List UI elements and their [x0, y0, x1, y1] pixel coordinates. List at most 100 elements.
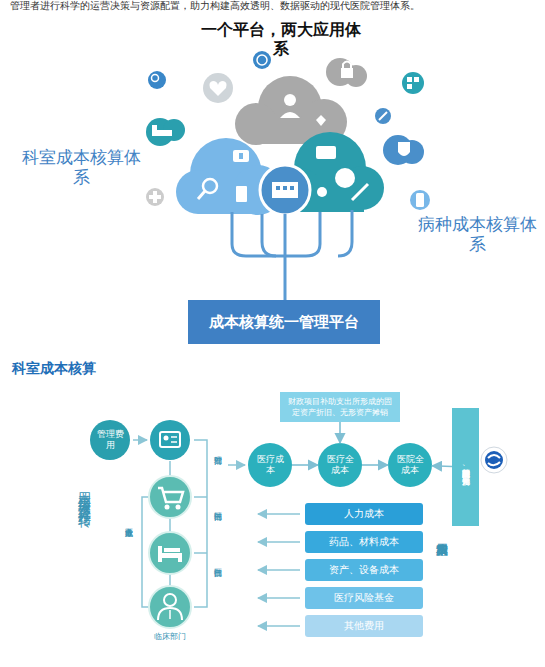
node-text: 医疗风险基金	[334, 591, 394, 605]
flow-arrow	[362, 464, 388, 466]
department-icons	[165, 505, 170, 510]
flow-arrow	[432, 465, 452, 467]
cloud-blue	[236, 186, 247, 202]
system-label: 科室成本核算体系	[16, 148, 146, 188]
department-icons	[158, 488, 183, 502]
flow-arrows	[228, 464, 245, 466]
section-heading: 科室成本核算	[12, 360, 96, 377]
flow-arrows	[258, 541, 300, 543]
cloud-center	[260, 165, 310, 215]
cloud-blue	[203, 179, 217, 193]
logo-badge	[485, 451, 503, 469]
floating-icons	[414, 77, 419, 82]
cost-bar: 资产、设备成本	[305, 559, 423, 581]
logo-badge	[481, 447, 507, 473]
department-bracket	[169, 461, 171, 476]
node-text: 管理费用	[96, 429, 124, 451]
flow-arrows	[258, 597, 300, 599]
cost-circle: 医疗全成本	[318, 443, 362, 487]
node-text: 科教项目支出形成的固定资产折旧、无形资产摊销	[460, 463, 471, 471]
cloud-gray	[316, 115, 326, 126]
floating-icons	[341, 68, 353, 78]
department-icons	[149, 586, 191, 628]
cost-bar: 药品、材料成本	[305, 531, 423, 553]
tree-stems	[284, 214, 287, 300]
cloud-teal	[317, 187, 327, 197]
department-bracket	[169, 574, 171, 586]
tree-stems	[232, 210, 352, 300]
floating-icons	[375, 108, 391, 124]
cloud-gray	[280, 112, 300, 118]
side-label: 四类三级分项逐级分步结转	[76, 482, 92, 506]
floating-icons	[257, 55, 267, 65]
floating-icons	[152, 75, 159, 82]
node-text: 医疗全成本	[324, 454, 356, 476]
node-text: 财政项目补助支出所形成的固定资产折旧、无形资产摊销	[285, 396, 395, 418]
cloud-center	[290, 186, 294, 190]
platform-box: 成本核算统一管理平台	[188, 300, 380, 344]
tree-stems	[232, 212, 285, 256]
diagram-title: 一个平台，两大应用体系	[195, 20, 367, 58]
floating-icons	[146, 51, 430, 210]
floating-icons	[407, 77, 412, 82]
cloud-blue	[198, 180, 262, 214]
flow-arrows	[258, 513, 300, 515]
department-bracket	[169, 518, 171, 532]
floating-icons	[146, 188, 164, 206]
department-label: 临床部门	[150, 632, 190, 642]
department-icons	[178, 553, 182, 562]
department-icons	[149, 476, 191, 518]
cost-bar: 医疗风险基金	[305, 587, 423, 609]
floating-icons	[410, 190, 430, 210]
node-text: 成本核算统一管理平台	[209, 313, 359, 332]
cloud-center	[283, 186, 287, 190]
cloud-center	[276, 186, 280, 190]
floating-icons	[209, 81, 226, 96]
department-icons	[171, 441, 177, 443]
cost-circle: 医院全成本	[388, 443, 432, 487]
note-box: 科教项目支出形成的固定资产折旧、无形资产摊销	[452, 408, 479, 526]
floating-icons	[407, 84, 412, 89]
node-text: 医院全成本	[394, 454, 426, 476]
node-text: 药品、材料成本	[329, 535, 399, 549]
floating-icons	[402, 72, 424, 94]
system-label: 病种成本核算体系	[412, 215, 542, 255]
cloud-blue	[239, 153, 243, 159]
floating-icons	[416, 193, 424, 207]
node-text: 医疗成本	[254, 454, 286, 476]
floating-icons	[343, 62, 351, 69]
floating-icons	[152, 125, 157, 130]
tree-stems	[338, 210, 352, 256]
floating-icons	[203, 73, 233, 103]
cost-circle: 医疗成本	[248, 443, 292, 487]
logo-badge	[488, 455, 500, 465]
tree-stems	[262, 214, 276, 256]
department-icons	[150, 420, 190, 460]
cost-bar: 人力成本	[305, 503, 423, 525]
department-bracket	[142, 440, 207, 607]
floating-icons	[148, 71, 166, 89]
department-icons	[158, 608, 182, 620]
flow-arrow	[339, 422, 341, 443]
tree-stems	[285, 212, 320, 256]
floating-icons	[253, 51, 271, 69]
caption-fragment: 管理者进行科学的运营决策与资源配置，助力构建高效透明、数据驱动的现代医院管理体系…	[10, 0, 540, 12]
cloud-teal	[335, 168, 355, 188]
cloud-gray	[284, 94, 296, 106]
cost-bar: 其他费用	[305, 615, 423, 637]
department-bracket	[194, 440, 207, 607]
floating-icons	[398, 142, 410, 156]
cost-circle: 管理费用	[90, 420, 130, 460]
cloud-blue	[233, 150, 249, 162]
flow-arrows	[258, 569, 300, 571]
department-icons	[149, 532, 191, 574]
cloud-teal	[316, 146, 336, 159]
node-text: 资产、设备成本	[329, 563, 399, 577]
note-box: 财政项目补助支出所形成的固定资产折旧、无形资产摊销	[280, 392, 400, 422]
department-icons	[149, 420, 191, 628]
department-icons	[164, 436, 169, 441]
flow-arrow	[292, 464, 318, 466]
department-bracket	[194, 552, 207, 554]
cloud-blue	[198, 191, 205, 199]
